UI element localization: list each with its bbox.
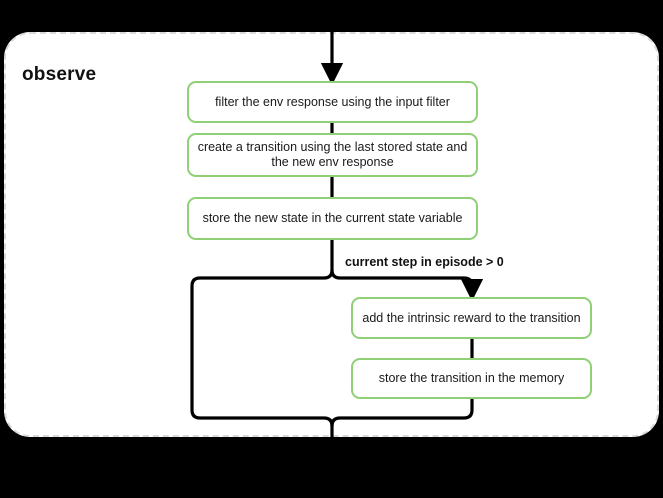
page-title: observe xyxy=(22,64,97,85)
node-label: add the intrinsic reward to the transiti… xyxy=(362,310,581,325)
node-label: store the transition in the memory xyxy=(378,371,565,385)
node-store-new-state[interactable]: store the new state in the current state… xyxy=(187,197,478,240)
edge-condition-label: current step in episode > 0 xyxy=(345,255,504,269)
node-label: filter the env response using the input … xyxy=(215,94,450,109)
node-label: store the new state in the current state… xyxy=(202,211,463,225)
node-add-intrinsic-reward[interactable]: add the intrinsic reward to the transiti… xyxy=(351,297,592,339)
node-create-transition[interactable]: create a transition using the last store… xyxy=(187,133,478,177)
node-store-transition-in-memory[interactable]: store the transition in the memory xyxy=(351,358,592,399)
node-label: create a transition using the last store… xyxy=(197,140,468,169)
node-filter-env-response[interactable]: filter the env response using the input … xyxy=(187,81,478,123)
